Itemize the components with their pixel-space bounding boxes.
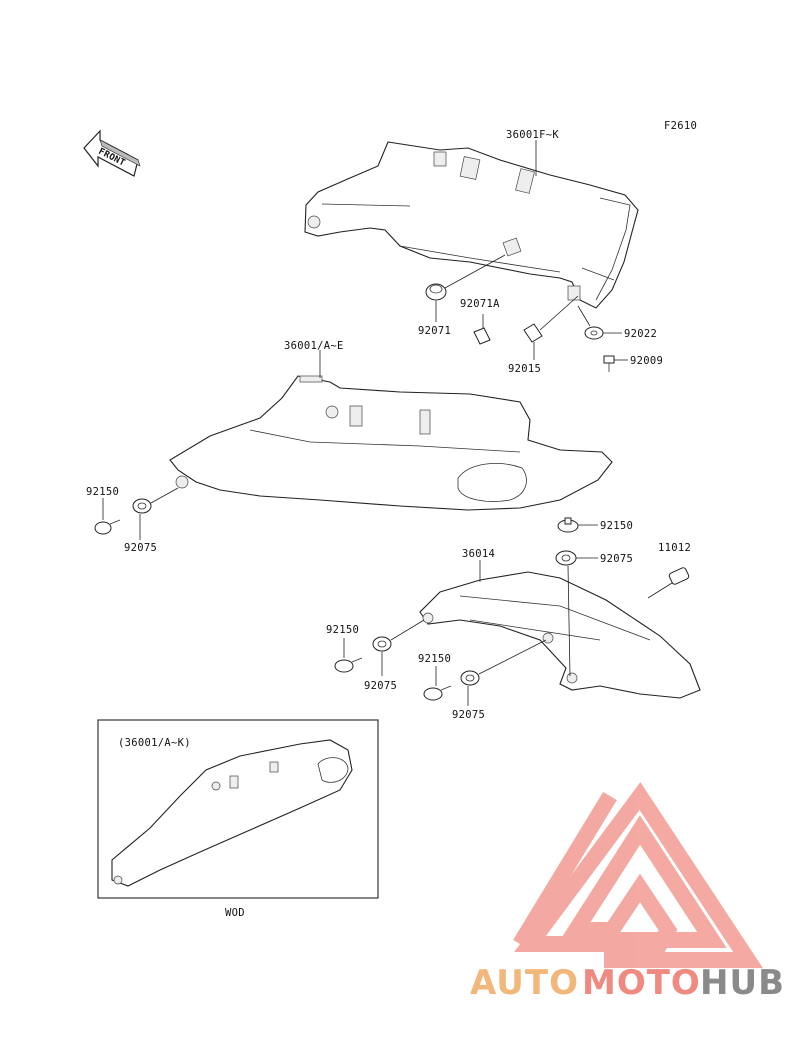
label-bolt-mid2: 92150 — [418, 653, 451, 665]
automotohub-logo — [513, 782, 763, 968]
label-bolt-left: 92150 — [86, 486, 119, 498]
label-cap: 11012 — [658, 542, 691, 554]
collar-mid — [372, 636, 392, 652]
label-clip-a: 92071A — [460, 298, 500, 310]
lower-side-cover — [169, 375, 613, 511]
inset-caption: WOD — [225, 907, 245, 919]
label-upper-cover: 36001F~K — [506, 129, 559, 141]
clip-92015 — [523, 323, 543, 343]
front-arrow-icon: FRONT — [83, 129, 141, 177]
cap-11012 — [668, 567, 690, 585]
figure-code: F2610 — [664, 120, 697, 132]
label-chain-cover: 36014 — [462, 548, 495, 560]
chain-cover — [419, 571, 701, 699]
bolt-mid2 — [423, 685, 452, 701]
watermark-hub: HUB — [700, 963, 785, 1003]
collar-right-top — [555, 550, 577, 566]
washer-92022 — [584, 326, 604, 340]
grommet-92071 — [425, 283, 447, 301]
collar-left — [132, 498, 152, 514]
label-collar-mid2: 92075 — [452, 709, 485, 721]
inset-box: (36001/A~K) — [97, 719, 379, 899]
label-lower-cover: 36001/A~E — [284, 340, 344, 352]
clip-92071a — [473, 327, 491, 345]
upper-side-cover — [304, 141, 639, 309]
label-collar-right-top: 92075 — [600, 553, 633, 565]
watermark-moto: MOTO — [582, 963, 701, 1003]
bolt-mid — [334, 657, 363, 673]
label-grommet: 92071 — [418, 325, 451, 337]
label-bolt-right-top: 92150 — [600, 520, 633, 532]
screw-92009 — [603, 355, 615, 372]
watermark-text: AUTO MOTO HUB — [470, 963, 785, 1003]
label-bolt-mid: 92150 — [326, 624, 359, 636]
collar-mid2 — [460, 670, 480, 686]
bolt-right-top — [557, 517, 579, 533]
label-collar-left: 92075 — [124, 542, 157, 554]
label-clip-b: 92015 — [508, 363, 541, 375]
watermark-auto: AUTO — [470, 963, 579, 1003]
bolt-left — [94, 519, 121, 535]
label-collar-mid: 92075 — [364, 680, 397, 692]
label-screw: 92009 — [630, 355, 663, 367]
label-washer: 92022 — [624, 328, 657, 340]
inset-title: (36001/A~K) — [118, 737, 191, 749]
